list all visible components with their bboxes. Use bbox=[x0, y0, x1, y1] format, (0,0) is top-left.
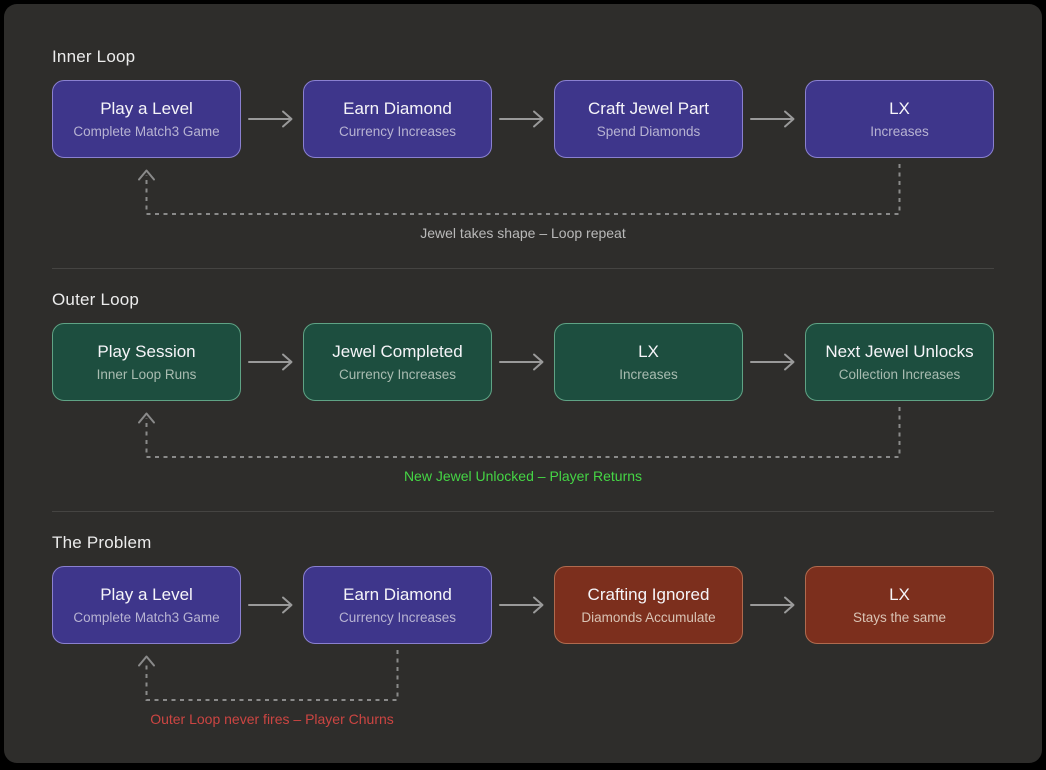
arrow-right-icon bbox=[499, 353, 544, 371]
loop-return-arrow bbox=[138, 164, 901, 215]
node-subtitle: Increases bbox=[619, 366, 678, 382]
section-title: The Problem bbox=[52, 533, 152, 552]
node-subtitle: Inner Loop Runs bbox=[96, 366, 197, 382]
section-divider bbox=[52, 268, 994, 269]
section-inner-loop: Inner Loop Play a Level Complete Match3 … bbox=[52, 46, 994, 242]
node-title: Crafting Ignored bbox=[587, 584, 710, 604]
section-outer-loop: Outer Loop Play Session Inner Loop Runs … bbox=[52, 289, 994, 485]
arrow-right-icon bbox=[750, 353, 795, 371]
loop-return-arrow bbox=[138, 407, 901, 458]
loop-label: Outer Loop never fires – Player Churns bbox=[150, 711, 394, 727]
node-lx: LX Stays the same bbox=[805, 566, 994, 644]
node-subtitle: Increases bbox=[870, 123, 929, 139]
loop-label: New Jewel Unlocked – Player Returns bbox=[403, 468, 643, 484]
arrow-right-icon bbox=[499, 596, 544, 614]
section-title: Outer Loop bbox=[52, 290, 140, 309]
diagram-panel: Inner Loop Play a Level Complete Match3 … bbox=[4, 4, 1042, 763]
node-subtitle: Currency Increases bbox=[338, 609, 457, 625]
node-title: Play a Level bbox=[100, 98, 193, 118]
node-title: LX bbox=[638, 341, 659, 361]
node-title: Earn Diamond bbox=[343, 98, 452, 118]
node-subtitle: Spend Diamonds bbox=[596, 123, 701, 139]
loop-return-arrow bbox=[138, 650, 399, 701]
node-subtitle: Collection Increases bbox=[838, 366, 961, 382]
node-earn-diamond: Earn Diamond Currency Increases bbox=[303, 566, 492, 644]
node-subtitle: Complete Match3 Game bbox=[73, 609, 220, 625]
node-next-jewel-unlocks: Next Jewel Unlocks Collection Increases bbox=[805, 323, 994, 401]
node-lx: LX Increases bbox=[805, 80, 994, 158]
node-subtitle: Diamonds Accumulate bbox=[581, 609, 716, 625]
node-title: LX bbox=[889, 98, 910, 118]
node-subtitle: Currency Increases bbox=[338, 123, 457, 139]
node-subtitle: Currency Increases bbox=[338, 366, 457, 382]
arrow-right-icon bbox=[499, 110, 544, 128]
node-title: LX bbox=[889, 584, 910, 604]
loop-label: Jewel takes shape – Loop repeat bbox=[420, 225, 626, 241]
node-title: Craft Jewel Part bbox=[588, 98, 709, 118]
node-title: Earn Diamond bbox=[343, 584, 452, 604]
node-play-session: Play Session Inner Loop Runs bbox=[52, 323, 241, 401]
node-earn-diamond: Earn Diamond Currency Increases bbox=[303, 80, 492, 158]
section-the-problem: The Problem Play a Level Complete Match3… bbox=[52, 532, 994, 728]
node-craft-jewel-part: Craft Jewel Part Spend Diamonds bbox=[554, 80, 743, 158]
arrow-right-icon bbox=[248, 353, 293, 371]
arrow-right-icon bbox=[248, 596, 293, 614]
node-subtitle: Stays the same bbox=[852, 609, 947, 625]
node-lx: LX Increases bbox=[554, 323, 743, 401]
section-title: Inner Loop bbox=[52, 47, 136, 66]
arrow-right-icon bbox=[750, 110, 795, 128]
arrow-right-icon bbox=[248, 110, 293, 128]
node-play-a-level: Play a Level Complete Match3 Game bbox=[52, 566, 241, 644]
node-play-a-level: Play a Level Complete Match3 Game bbox=[52, 80, 241, 158]
node-title: Play a Level bbox=[100, 584, 193, 604]
section-divider bbox=[52, 511, 994, 512]
node-crafting-ignored: Crafting Ignored Diamonds Accumulate bbox=[554, 566, 743, 644]
node-row: Play a Level Complete Match3 Game Earn D… bbox=[52, 80, 994, 158]
node-title: Next Jewel Unlocks bbox=[825, 341, 974, 361]
node-row: Play Session Inner Loop Runs Jewel Compl… bbox=[52, 323, 994, 401]
node-row: Play a Level Complete Match3 Game Earn D… bbox=[52, 566, 994, 644]
node-subtitle: Complete Match3 Game bbox=[73, 123, 220, 139]
node-jewel-completed: Jewel Completed Currency Increases bbox=[303, 323, 492, 401]
node-title: Jewel Completed bbox=[332, 341, 463, 361]
arrow-right-icon bbox=[750, 596, 795, 614]
node-title: Play Session bbox=[97, 341, 196, 361]
